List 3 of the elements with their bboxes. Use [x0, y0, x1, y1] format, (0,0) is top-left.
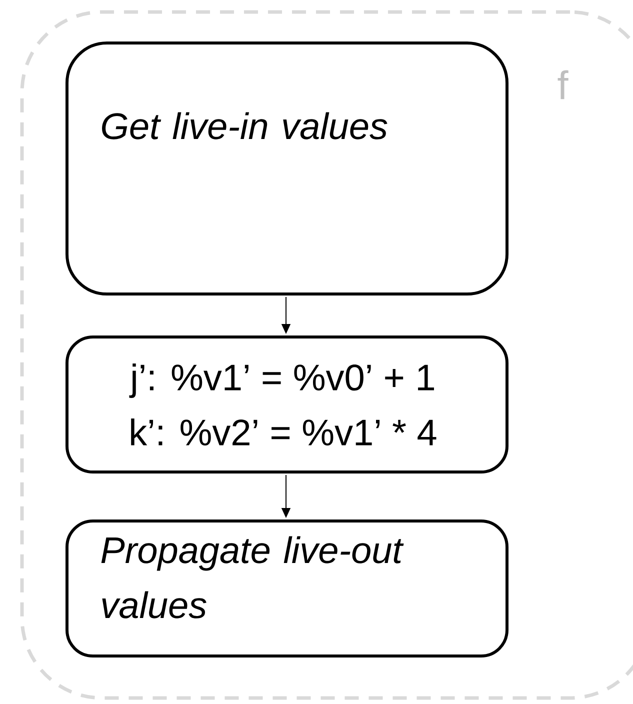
- process-box: j’: %v1’ = %v0’ + 1 k’: %v2’ = %v1’ * 4: [66, 336, 508, 474]
- process-box: Get live-in values: [66, 42, 508, 296]
- process-box: Propagate live-out values: [66, 520, 508, 658]
